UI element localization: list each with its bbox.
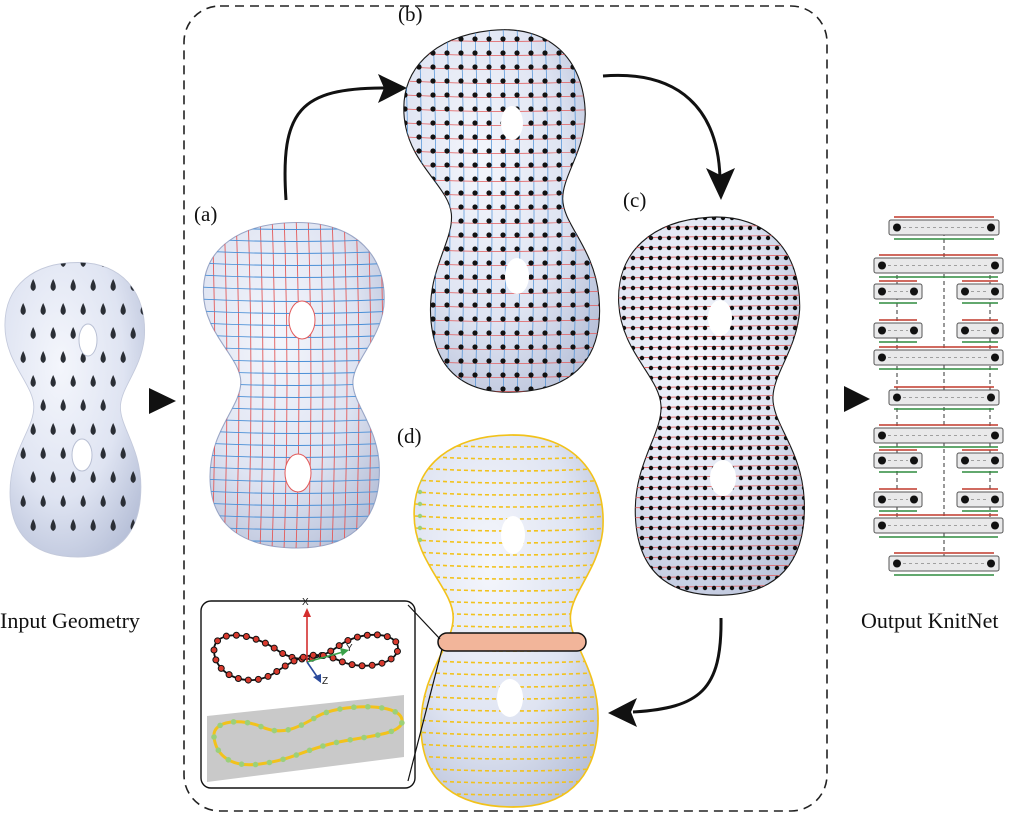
curved-arrow-icon (283, 86, 386, 201)
panel-b-shape (396, 20, 613, 403)
output-knitnet-diagram (873, 216, 1004, 576)
panel-c-shape (614, 211, 814, 602)
panel-c-label: (c) (623, 188, 647, 212)
inset-panel (200, 600, 443, 789)
panel-a-shape (202, 221, 385, 549)
panel-d-label: (d) (397, 424, 422, 448)
input-geometry-caption: Input Geometry (0, 608, 140, 633)
process-frame (183, 5, 828, 812)
axis-z-label: Z (322, 676, 329, 687)
panel-b-label: (b) (398, 2, 423, 26)
output-knitnet-caption: Output KnitNet (861, 608, 999, 633)
curved-arrow-icon (632, 617, 723, 714)
input-geometry-shape (4, 262, 146, 558)
panel-d-shape (413, 434, 604, 808)
panel-a-label: (a) (194, 202, 218, 226)
axis-y-label: Y (346, 643, 353, 654)
axis-x-label: X (302, 597, 309, 608)
flow-arrows (149, 73, 870, 727)
arrow-right-icon (149, 388, 176, 414)
highlighted-course-band (437, 632, 587, 652)
axis-triad-icon (303, 608, 349, 683)
arrow-right-icon (844, 386, 870, 412)
curved-arrow-icon (602, 73, 722, 179)
